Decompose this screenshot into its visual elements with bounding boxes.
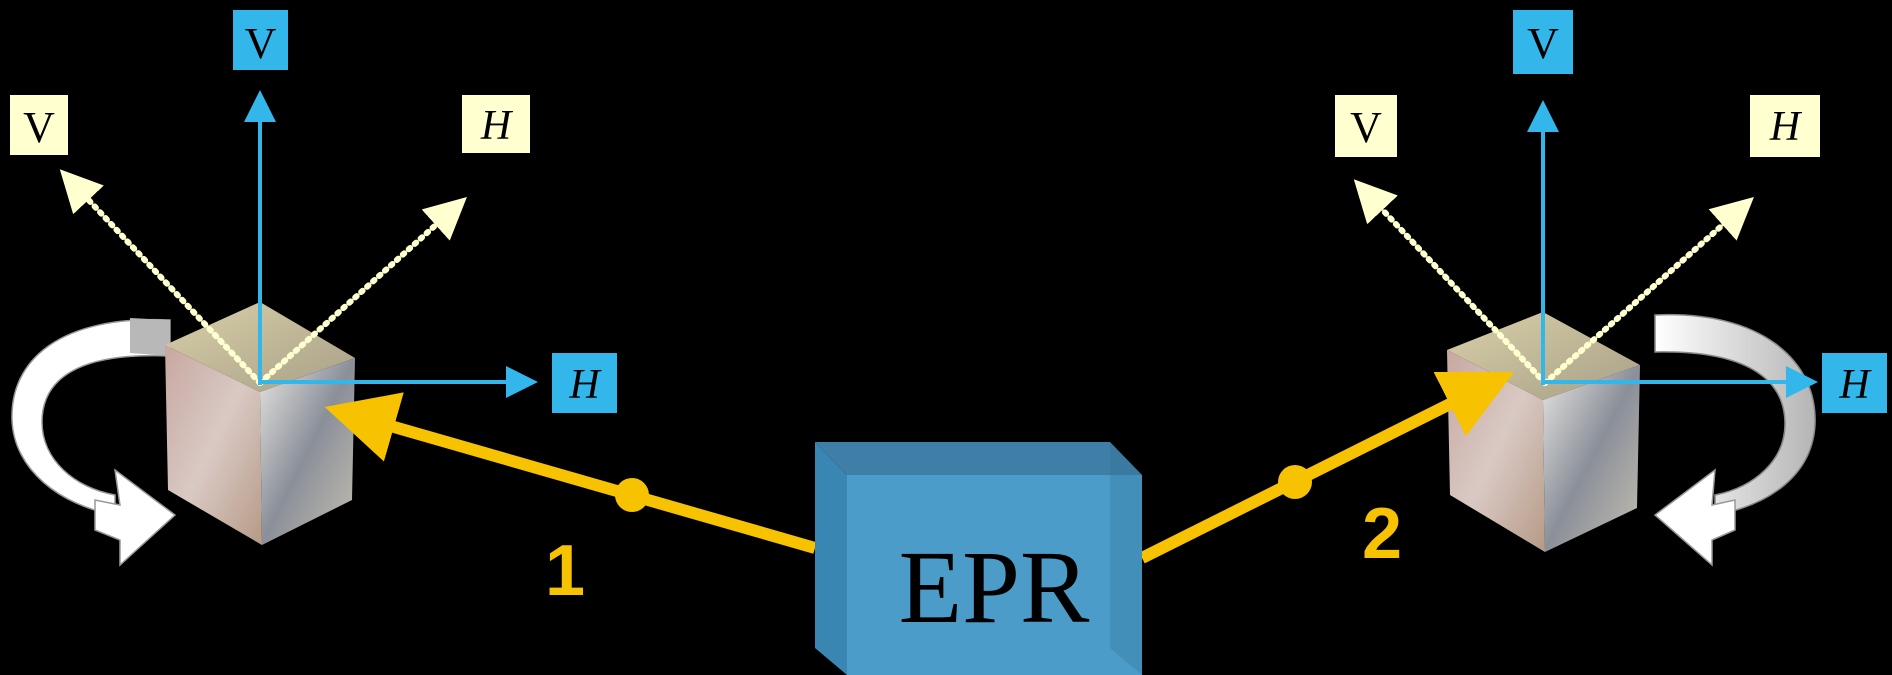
right-rotated-horizontal-label: H [1750,95,1820,157]
svg-text:H: H [480,103,514,149]
left-analyzer: V H V H [10,10,617,567]
beam-photon-1 [324,392,817,554]
right-rotated-vertical-label: V [1335,95,1397,157]
left-vertical-label: V [233,10,288,70]
photon-1-label: 1 [545,531,585,611]
svg-text:V: V [245,19,277,68]
svg-text:V: V [23,103,55,152]
svg-text:H: H [568,362,602,408]
rotation-arrow-icon [1653,313,1816,567]
left-rotated-vertical-label: V [10,95,68,155]
beam-photon-2 [1139,371,1515,564]
right-vertical-label: V [1513,10,1573,74]
left-horizontal-label: H [552,353,617,413]
epr-source-box: EPR [815,442,1142,675]
svg-text:V: V [1350,103,1382,152]
rotation-arrow-icon [11,318,177,567]
photon-beams [324,371,1515,564]
right-analyzer: V H V H [1335,10,1887,567]
svg-text:H: H [1769,104,1803,150]
photon-2-dot [1278,465,1312,499]
left-rotated-horizontal-label: H [462,95,530,153]
right-horizontal-label: H [1822,353,1887,413]
photon-1-dot [615,478,649,512]
svg-text:V: V [1527,19,1559,68]
photon-2-label: 2 [1362,494,1402,574]
epr-label: EPR [899,530,1090,645]
svg-text:H: H [1838,362,1872,408]
polarizing-beam-splitter-cube-icon [165,302,355,545]
